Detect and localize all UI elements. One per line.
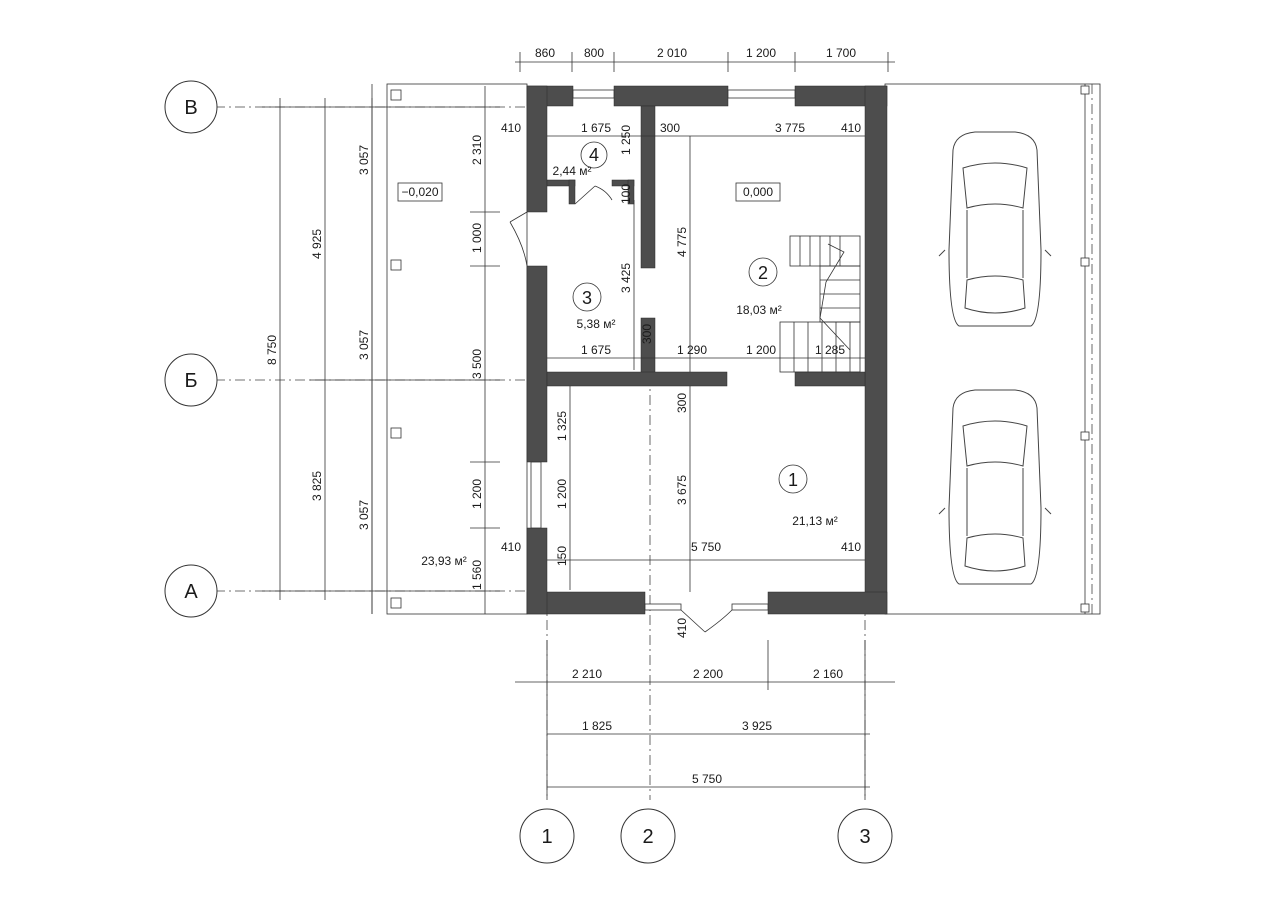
room-4-area: 2,44 м² [553,164,592,178]
dim-bottom-2b: 3 925 [742,719,772,733]
room-2-area: 18,03 м² [736,303,782,317]
dim-top-4: 1 200 [746,46,776,60]
car-bottom [938,389,1052,585]
axis-row-v: В [184,97,197,119]
dim-v-3675: 3 675 [675,475,689,505]
dim-v-1200: 1 200 [555,479,569,509]
dim-h-1285: 1 285 [815,343,845,357]
dim-left-inner-2: 1 000 [470,223,484,253]
dim-r2-3775: 3 775 [775,121,805,135]
dim-top-1: 860 [535,46,555,60]
dim-bottom-3: 5 750 [692,772,722,786]
axis-row-a: А [184,581,198,603]
dim-h-5750: 5 750 [691,540,721,554]
dim-left-inner-5: 1 560 [470,560,484,590]
car-top [938,131,1052,327]
level-floor: 0,000 [743,185,773,199]
dim-v-300b: 300 [675,393,689,413]
room-1-number: 1 [788,470,798,490]
dim-h-1675: 1 675 [581,343,611,357]
axis-col-3: 3 [859,826,870,848]
dim-left-outer-2: 3 825 [310,471,324,501]
dim-bottom-1a: 2 210 [572,667,602,681]
dim-h-410a: 410 [501,540,521,554]
left-dimensions: 8 750 4 925 3 825 3 057 3 057 3 057 2 31… [265,135,484,590]
dim-bottom-1c: 2 160 [813,667,843,681]
room-1-area: 21,13 м² [792,514,838,528]
dim-r4-410: 410 [501,121,521,135]
terrace-area: 23,93 м² [421,554,467,568]
dim-left-mid-1: 3 057 [357,145,371,175]
dim-h-1200: 1 200 [746,343,776,357]
top-dimensions: 860 800 2 010 1 200 1 700 [535,46,856,60]
room-2-number: 2 [758,263,768,283]
dim-v-3425: 3 425 [619,263,633,293]
interior-dimensions: 410 1 675 1 250 300 3 775 410 100 4 775 … [501,121,861,638]
dim-bottom-2a: 1 825 [582,719,612,733]
dim-left-mid-2: 3 057 [357,330,371,360]
room-3-area: 5,38 м² [577,317,616,331]
axis-col-2: 2 [642,826,653,848]
dim-top-3: 2 010 [657,46,687,60]
dim-left-mid-3: 3 057 [357,500,371,530]
terrace [371,83,528,615]
windows [530,89,796,611]
dim-h-410b: 410 [841,540,861,554]
room-labels: 1 21,13 м² 2 18,03 м² 3 5,38 м² 4 2,44 м… [421,141,838,568]
level-terrace: −0,020 [401,185,438,199]
dimension-lines [262,52,895,800]
stairs [779,235,861,373]
dim-r4-1250: 1 250 [619,125,633,155]
dim-left-inner-3: 3 500 [470,349,484,379]
dim-door-410: 410 [675,618,689,638]
parking [884,83,1101,615]
axis-markers: В Б А 1 2 3 [164,80,893,864]
room-3-number: 3 [582,288,592,308]
dim-h-1290: 1 290 [677,343,707,357]
axis-col-1: 1 [541,826,552,848]
room-4-number: 4 [589,145,599,165]
dim-top-2: 800 [584,46,604,60]
dim-bottom-1b: 2 200 [693,667,723,681]
dim-v-150: 150 [555,546,569,566]
dim-v-300a: 300 [640,324,654,344]
doors [509,185,733,633]
dim-v-1325: 1 325 [555,411,569,441]
dim-left-inner-4: 1 200 [470,479,484,509]
dim-left-inner-1: 2 310 [470,135,484,165]
dim-r4-300: 300 [660,121,680,135]
dim-r4-100: 100 [619,184,633,204]
axis-row-b: Б [184,370,197,392]
dim-r2-410: 410 [841,121,861,135]
walls [526,85,888,615]
dim-left-outer-1: 4 925 [310,229,324,259]
dim-r4-1675: 1 675 [581,121,611,135]
dim-top-5: 1 700 [826,46,856,60]
dim-v-4775: 4 775 [675,227,689,257]
level-marks: −0,020 0,000 [397,182,781,202]
dim-left-total: 8 750 [265,335,279,365]
bottom-dimensions: 2 210 2 200 2 160 1 825 3 925 5 750 [572,667,843,786]
